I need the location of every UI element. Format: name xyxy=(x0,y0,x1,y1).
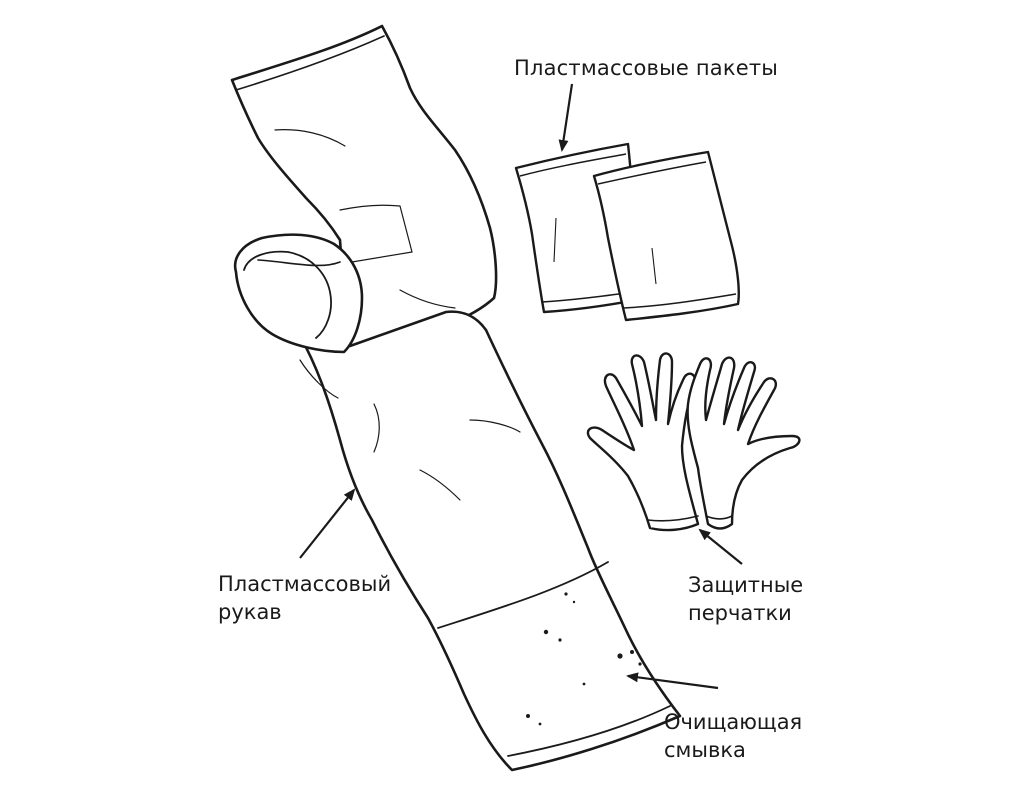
plastic-bag-back-crease xyxy=(553,217,557,263)
plastic-bag-front-top-seam xyxy=(597,161,707,185)
arrow-cleansing-wash xyxy=(626,672,719,690)
plastic-bag-front xyxy=(592,150,740,322)
plastic-bags-drawing xyxy=(514,142,740,322)
glove-left-cuff xyxy=(647,515,699,522)
sleeve-body xyxy=(248,276,682,772)
sleeve-flap-crease-1 xyxy=(339,204,413,263)
sleeve-flap-seam xyxy=(235,35,385,91)
sleeve-roll-outer xyxy=(233,233,364,354)
glove-right-cuff xyxy=(705,515,733,520)
label-cleansing-wash-line-1: Очищающая xyxy=(664,710,803,734)
label-cleansing-wash: Очищающая смывка xyxy=(664,708,802,764)
sleeve-crease-1 xyxy=(373,403,380,453)
label-plastic-sleeve-line-1: Пластмассовый xyxy=(218,572,392,596)
protective-gloves-drawing xyxy=(586,352,801,532)
sleeve-crease-2 xyxy=(419,469,461,501)
label-protective-gloves-line-1: Защитные xyxy=(688,573,804,597)
sleeve-flap-crease-2 xyxy=(274,129,346,147)
plastic-sleeve-drawing xyxy=(230,24,682,772)
sleeve-upper-flap xyxy=(230,24,498,354)
sleeve-band-top-seam xyxy=(437,561,609,629)
arrow-plastic-sleeve xyxy=(299,488,356,559)
sleeve-crease-3 xyxy=(469,419,521,433)
label-cleansing-wash-line-2: смывка xyxy=(664,738,746,762)
sleeve-crease-4 xyxy=(299,359,339,399)
label-plastic-bags-text: Пластмассовые пакеты xyxy=(514,56,779,80)
label-protective-gloves-line-2: перчатки xyxy=(688,601,792,625)
label-protective-gloves: Защитные перчатки xyxy=(688,571,803,627)
plastic-bag-front-crease xyxy=(651,247,657,285)
plastic-bag-back-top-seam xyxy=(519,153,627,177)
sleeve-roll-band xyxy=(257,259,341,267)
wash-spatter xyxy=(526,592,642,726)
label-plastic-sleeve: Пластмассовый рукав xyxy=(218,570,391,626)
sleeve-flap-crease-3 xyxy=(399,289,456,309)
plastic-bag-front-bottom-seam xyxy=(623,293,737,309)
pointer-arrows xyxy=(299,83,743,690)
sleeve-band-bottom-seam xyxy=(507,705,671,757)
label-plastic-bags: Пластмассовые пакеты xyxy=(514,54,778,82)
glove-left xyxy=(586,352,700,532)
label-plastic-sleeve-line-2: рукав xyxy=(218,600,282,624)
glove-right xyxy=(686,356,801,530)
arrow-protective-gloves xyxy=(698,528,743,565)
arrow-plastic-bags xyxy=(558,83,574,152)
